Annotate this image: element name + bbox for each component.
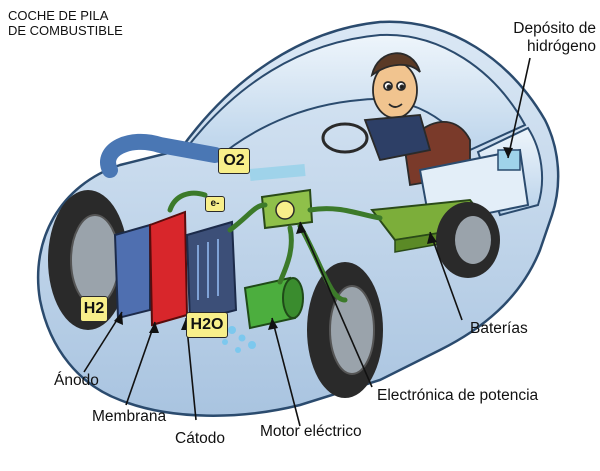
cathode-block [185, 220, 238, 324]
label-batteries: Baterías [470, 320, 528, 337]
label-electric-motor: Motor eléctrico [260, 423, 362, 440]
tag-oxygen: O2 [218, 148, 250, 174]
label-hydrogen-tank-line-2: hidrógeno [527, 38, 596, 55]
callout-lines [83, 57, 531, 427]
tag-hydrogen: H2 [80, 296, 108, 322]
steering-wheel [321, 122, 369, 154]
diagram-title: COCHE DE PILA DE COMBUSTIBLE [8, 8, 123, 38]
label-hydrogen-tank: Depósito de hidrógeno [488, 20, 596, 56]
label-power-electronics: Electrónica de potencia [377, 387, 539, 404]
water-drops [222, 326, 256, 353]
tag-water: H2O [186, 312, 228, 338]
rear-left-wheel [307, 262, 383, 398]
label-hydrogen-tank-line-1: Depósito de [513, 20, 596, 37]
driver [363, 52, 471, 187]
label-anode: Ánodo [54, 372, 99, 389]
membrane-plate [148, 210, 189, 327]
title-line-2: DE COMBUSTIBLE [8, 23, 123, 38]
title-line-1: COCHE DE PILA [8, 8, 109, 23]
windshield [183, 33, 527, 162]
electric-motor-shape [243, 276, 304, 330]
label-membrane: Membrana [92, 408, 167, 425]
tag-electron: e- [205, 196, 225, 212]
air-intake-tube [100, 133, 223, 178]
anode-block [113, 223, 151, 320]
label-cathode: Cátodo [175, 430, 225, 447]
rear-wheel [436, 202, 500, 278]
